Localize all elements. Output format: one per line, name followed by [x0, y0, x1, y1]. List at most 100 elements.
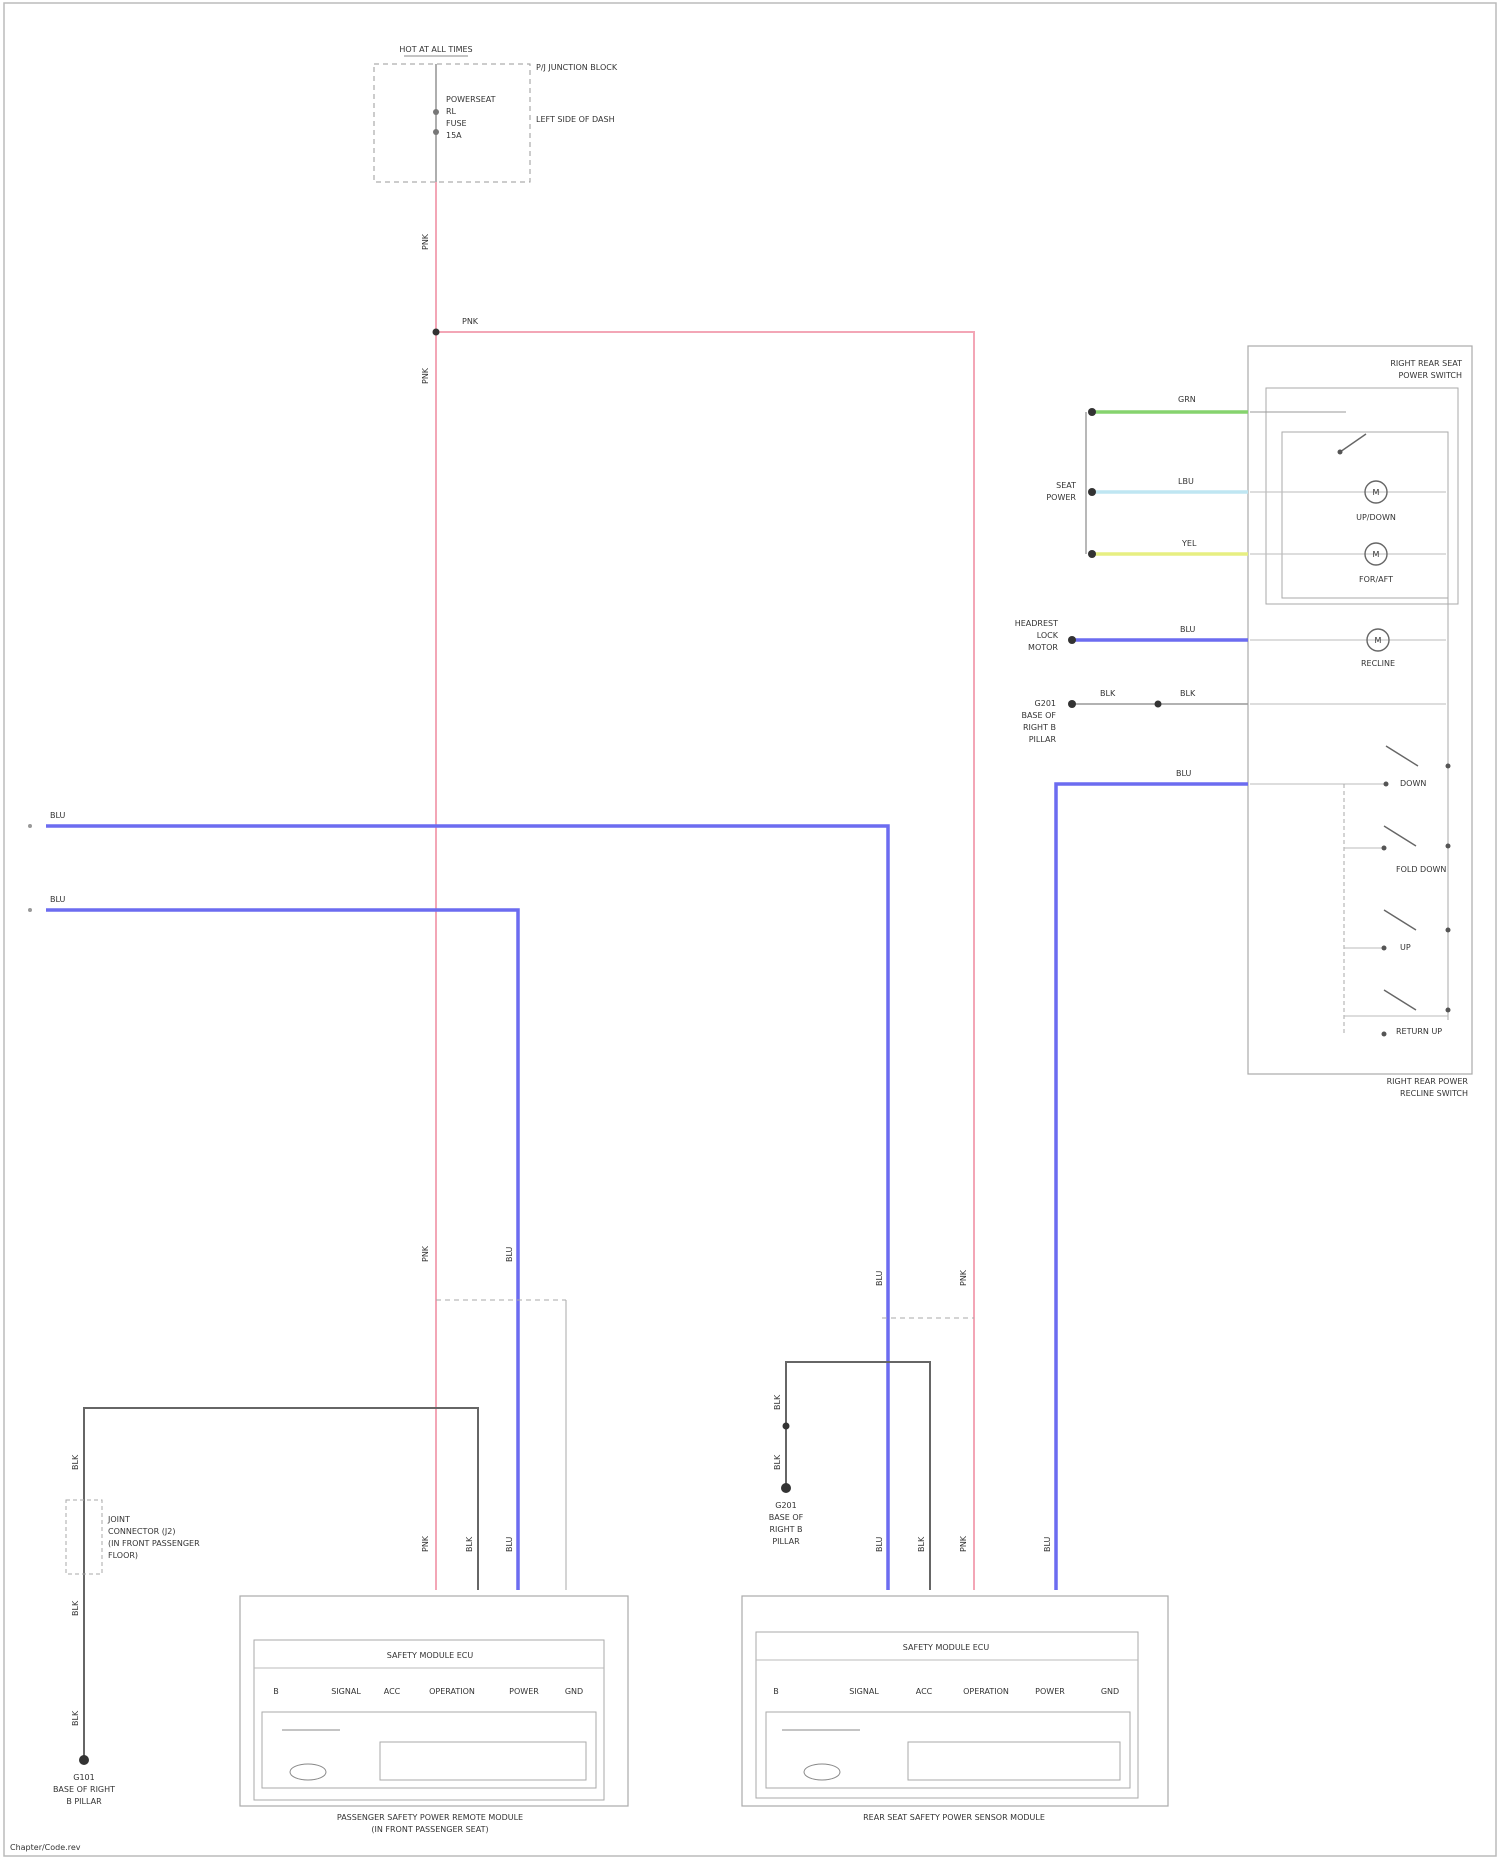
wire-label-blu-lower: BLU — [50, 895, 66, 904]
wire-label-mod-left-3: BLU — [505, 1536, 514, 1552]
contact-label-fold-down: FOLD DOWN — [1396, 865, 1446, 874]
switch-group-bottom-2: RECLINE SWITCH — [1400, 1089, 1468, 1098]
wire-label-blu-upper: BLU — [50, 811, 66, 820]
right-module-inner-title: SAFETY MODULE ECU — [903, 1643, 990, 1652]
wire-label-mod-right-1: BLU — [875, 1536, 884, 1552]
right-pin-power: POWER — [1035, 1687, 1065, 1696]
wire-label-gnd-right-1: BLK — [773, 1394, 782, 1410]
wire-label-mod-right-4: BLU — [1043, 1536, 1052, 1552]
contact-fold-down: FOLD DOWN — [1344, 826, 1451, 874]
rear-seat-switch-group: RIGHT REAR SEAT POWER SWITCH RIGHT REAR … — [1248, 346, 1472, 1098]
side-label-ground-2: BASE OF — [1021, 711, 1056, 720]
splice-point — [433, 329, 440, 336]
wire-label-mod-right-2: BLK — [917, 1536, 926, 1552]
wire-label-feed: PNK — [421, 233, 430, 250]
wire-label-gnd-b: BLK — [1180, 689, 1196, 698]
contact-label-return-up: RETURN UP — [1396, 1027, 1442, 1036]
switch-group-bottom-1: RIGHT REAR POWER — [1387, 1077, 1469, 1086]
motor-label-for-aft: FOR/AFT — [1359, 575, 1393, 584]
left-blue-wires — [46, 826, 888, 1590]
side-label-seat: SEAT — [1056, 481, 1076, 490]
left-pin-gnd: GND — [565, 1687, 583, 1696]
fuse-line-1: POWERSEAT — [446, 95, 496, 104]
wire-label-mod-left-2: BLK — [465, 1536, 474, 1552]
fuse-line-4: 15A — [446, 131, 462, 140]
left-pin-acc: ACC — [384, 1687, 401, 1696]
side-label-ground-3: RIGHT B — [1023, 723, 1056, 732]
switch-group-wires — [1056, 412, 1248, 1590]
side-label-ground-1: G201 — [1035, 699, 1056, 708]
svg-text:M: M — [1373, 550, 1380, 559]
wire-label-blu-headrest: BLU — [1180, 625, 1196, 634]
right-pin-operation: OPERATION — [963, 1687, 1009, 1696]
right-pin-b: B — [773, 1687, 779, 1696]
wire-label-mod-left-1: PNK — [421, 1535, 430, 1552]
side-label-power: POWER — [1046, 493, 1076, 502]
wire-label-branch: PNK — [462, 317, 479, 326]
motor-label-up-down: UP/DOWN — [1356, 513, 1396, 522]
wire-label-lbu: LBU — [1178, 477, 1194, 486]
junction-block-subtitle: LEFT SIDE OF DASH — [536, 115, 615, 124]
junction-block-title: P/J JUNCTION BLOCK — [536, 63, 618, 72]
right-module: SAFETY MODULE ECU B SIGNAL ACC OPERATION… — [742, 1596, 1168, 1822]
ground-icon-left — [79, 1755, 89, 1765]
contact-down: DOWN — [1384, 746, 1451, 788]
fuse-icon — [433, 109, 439, 115]
wire-blu-lower — [46, 910, 518, 1590]
wire-label-lower-blu-b: BLU — [875, 1270, 884, 1286]
footer-code: Chapter/Code.rev — [10, 1843, 81, 1852]
wire-label-lower-pnk-b: PNK — [959, 1269, 968, 1286]
left-module-caption: PASSENGER SAFETY POWER REMOTE MODULE — [337, 1813, 523, 1822]
right-ground-circuit: BLK BLK G201 BASE OF RIGHT B PILLAR — [769, 1362, 930, 1590]
right-module-caption: REAR SEAT SAFETY POWER SENSOR MODULE — [863, 1813, 1045, 1822]
contact-return-up: RETURN UP — [1344, 990, 1451, 1037]
wire-label-feed-lower: PNK — [421, 367, 430, 384]
left-ground-circuit: BLK BLK BLK JOINT CONNECTOR (J2) (IN FRO… — [53, 1408, 478, 1806]
left-pin-power: POWER — [509, 1687, 539, 1696]
contact-label-up: UP — [1400, 943, 1411, 952]
wire-label-gnd-right-2: BLK — [773, 1454, 782, 1470]
wire-label-yel: YEL — [1181, 539, 1197, 548]
module-sensor-icon-right — [804, 1764, 840, 1780]
left-connector-line-2: CONNECTOR (J2) — [108, 1527, 175, 1536]
switch-group-title-1: RIGHT REAR SEAT — [1390, 359, 1462, 368]
left-connector-line-1: JOINT — [107, 1515, 130, 1524]
left-module-subcaption: (IN FRONT PASSENGER SEAT) — [371, 1825, 488, 1834]
wire-label-grn: GRN — [1178, 395, 1196, 404]
left-pin-b: B — [273, 1687, 279, 1696]
wire-label-gnd-a: BLK — [1100, 689, 1116, 698]
right-pin-signal: SIGNAL — [849, 1687, 879, 1696]
left-connector-line-3: (IN FRONT PASSENGER — [108, 1539, 200, 1548]
svg-text:M: M — [1373, 488, 1380, 497]
right-ground-line-3: RIGHT B — [769, 1525, 802, 1534]
fuse-line-3: FUSE — [446, 119, 467, 128]
ground-icon-right — [781, 1483, 791, 1493]
wire-blu-upper — [46, 826, 888, 1590]
left-ground-line-1: G101 — [73, 1773, 94, 1782]
left-module: SAFETY MODULE ECU B SIGNAL ACC OPERATION… — [240, 1596, 628, 1834]
junction-block: HOT AT ALL TIMES P/J JUNCTION BLOCK LEFT… — [374, 45, 618, 182]
side-label-headrest: HEADREST — [1015, 619, 1058, 628]
fuse-line-2: RL — [446, 107, 457, 116]
side-label-ground-4: PILLAR — [1029, 735, 1057, 744]
wire-label-gnd-left-1: BLK — [71, 1454, 80, 1470]
left-ground-line-3: B PILLAR — [66, 1797, 102, 1806]
wire-label-mod-right-3: PNK — [959, 1535, 968, 1552]
wire-label-lower-pnk-a: PNK — [421, 1245, 430, 1262]
module-sensor-icon-left — [290, 1764, 326, 1780]
right-pin-acc: ACC — [916, 1687, 933, 1696]
side-label-motor: MOTOR — [1028, 643, 1058, 652]
left-connector-line-4: FLOOR) — [108, 1551, 138, 1560]
right-pin-gnd: GND — [1101, 1687, 1119, 1696]
right-ground-line-1: G201 — [775, 1501, 796, 1510]
left-ground-line-2: BASE OF RIGHT — [53, 1785, 115, 1794]
hot-at-all-times-label: HOT AT ALL TIMES — [399, 45, 472, 54]
contact-up: UP — [1344, 910, 1451, 952]
left-module-inner-title: SAFETY MODULE ECU — [387, 1651, 474, 1660]
motor-label-recline: RECLINE — [1361, 659, 1395, 668]
contact-label-down: DOWN — [1400, 779, 1426, 788]
switch-group-title-2: POWER SWITCH — [1398, 371, 1462, 380]
svg-text:M: M — [1375, 636, 1382, 645]
wire-label-gnd-left-2: BLK — [71, 1600, 80, 1616]
